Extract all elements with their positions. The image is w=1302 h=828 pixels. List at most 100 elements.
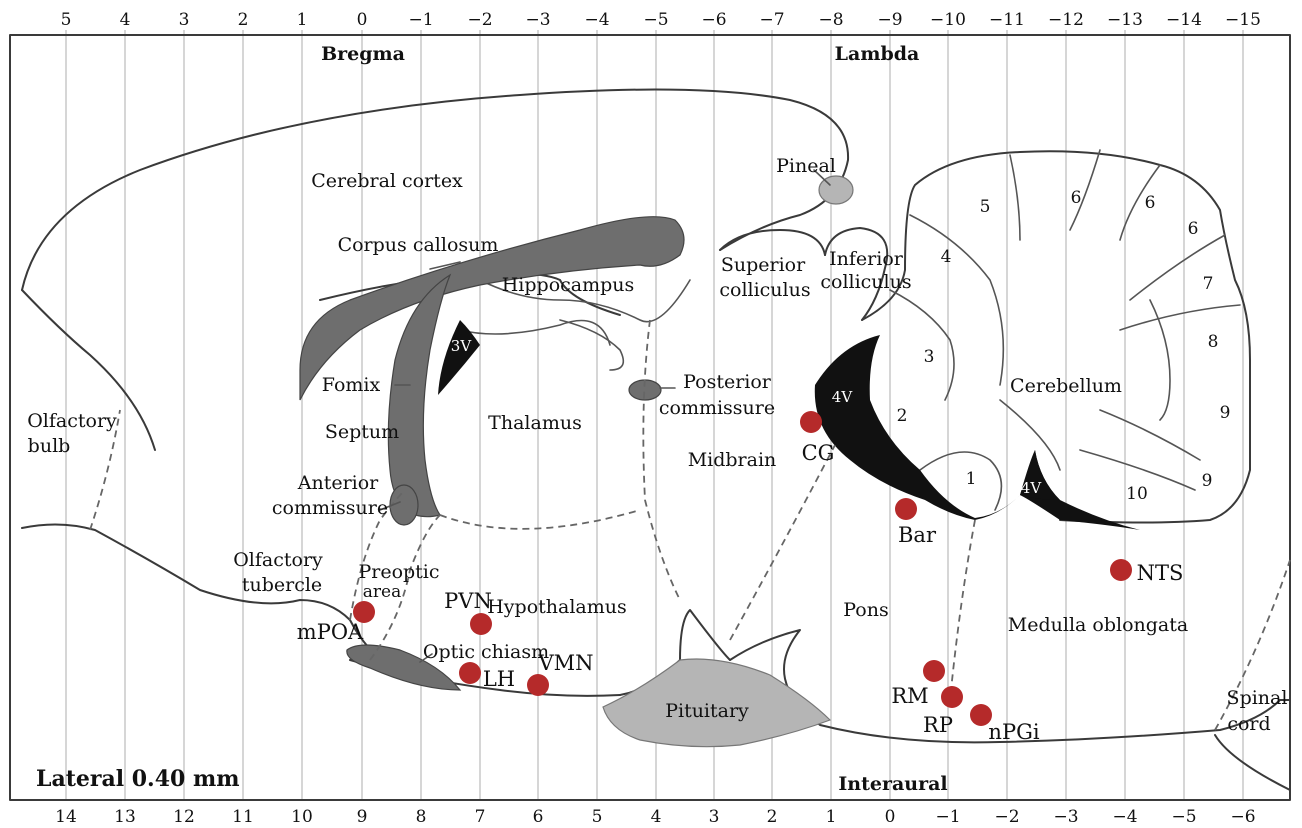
label-optic-chiasm: Optic chiasm (423, 641, 549, 663)
label-superior-colliculus-1: Superior (721, 254, 806, 276)
top-tick-label: 5 (61, 10, 72, 30)
label-preoptic-area-1: Preoptic (358, 561, 439, 583)
top-tick-label: −15 (1225, 10, 1261, 30)
label-4v-lower: 4V (1021, 479, 1043, 497)
label-npgi: nPGi (988, 720, 1039, 744)
lobule-3: 3 (924, 347, 935, 367)
marker-bar (895, 498, 917, 520)
lobule-4: 4 (941, 247, 952, 267)
label-olfactory-tubercle-1: Olfactory (233, 549, 323, 571)
bottom-tick-label: −6 (1230, 807, 1255, 827)
lobule-6c: 6 (1188, 219, 1199, 239)
top-tick-label: −5 (643, 10, 668, 30)
label-posterior-commissure-1: Posterior (683, 371, 772, 393)
top-tick-label: −14 (1166, 10, 1202, 30)
bottom-tick-label: 1 (826, 807, 837, 827)
top-tick-label: −9 (877, 10, 902, 30)
label-bar: Bar (898, 523, 937, 547)
label-septum: Septum (325, 421, 399, 443)
top-tick-label: −4 (584, 10, 609, 30)
top-tick-label: 3 (179, 10, 190, 30)
lobule-6a: 6 (1071, 188, 1082, 208)
marker-nts (1110, 559, 1132, 581)
label-vmn: VMN (537, 651, 593, 675)
top-tick-label: −11 (989, 10, 1025, 30)
label-olfactory-tubercle-2: tubercle (242, 574, 322, 596)
bottom-tick-label: −5 (1171, 807, 1196, 827)
top-tick-label: 0 (357, 10, 368, 30)
lobule-9a: 9 (1220, 403, 1231, 423)
lobule-6b: 6 (1145, 193, 1156, 213)
label-rp: RP (923, 713, 953, 737)
label-cg: CG (802, 441, 835, 465)
label-pvn: PVN (444, 589, 492, 613)
bottom-tick-label: −4 (1112, 807, 1137, 827)
label-spinal-cord-2: cord (1227, 713, 1270, 735)
top-tick-label: −1 (408, 10, 433, 30)
label-hypothalamus: Hypothalamus (487, 596, 627, 618)
label-posterior-commissure-2: commissure (659, 397, 775, 419)
lobule-1: 1 (966, 469, 977, 489)
lambda-label: Lambda (835, 43, 920, 65)
marker-rp (941, 686, 963, 708)
label-inferior-colliculus-2: colliculus (820, 271, 911, 293)
label-pons: Pons (843, 599, 888, 621)
bottom-tick-label: 0 (885, 807, 896, 827)
bottom-tick-label: 8 (416, 807, 427, 827)
label-anterior-commissure-1: Anterior (297, 472, 379, 494)
top-tick-label: 4 (120, 10, 131, 30)
lobule-2: 2 (897, 406, 908, 426)
bottom-tick-label: 2 (767, 807, 778, 827)
bottom-tick-label: −1 (935, 807, 960, 827)
label-mpoa: mPOA (297, 620, 364, 644)
bottom-tick-label: 11 (232, 807, 254, 827)
top-tick-label: 1 (297, 10, 308, 30)
top-tick-label: −10 (930, 10, 966, 30)
label-hippocampus: Hippocampus (502, 274, 635, 296)
label-olfactory-bulb-2: bulb (28, 435, 71, 457)
top-tick-label: −3 (525, 10, 550, 30)
fourth-ventricle (815, 335, 1140, 530)
label-pituitary: Pituitary (665, 700, 749, 722)
label-olfactory-bulb-1: Olfactory (27, 410, 117, 432)
top-tick-label: −7 (759, 10, 784, 30)
label-rm: RM (891, 684, 928, 708)
bottom-tick-label: 6 (533, 807, 544, 827)
label-lh: LH (483, 667, 515, 691)
marker-vmn (527, 674, 549, 696)
label-3v: 3V (451, 337, 473, 355)
lobule-5: 5 (980, 197, 991, 217)
label-midbrain: Midbrain (688, 449, 777, 471)
label-thalamus: Thalamus (488, 412, 582, 434)
lateral-label: Lateral 0.40 mm (36, 766, 240, 792)
marker-lh (459, 662, 481, 684)
cerebellum-outline (862, 151, 1250, 522)
label-nts: NTS (1137, 561, 1184, 585)
interaural-label: Interaural (838, 773, 947, 795)
lobule-8: 8 (1208, 332, 1219, 352)
bregma-label: Bregma (321, 43, 405, 65)
bottom-tick-label: 10 (291, 807, 313, 827)
bottom-tick-label: 12 (173, 807, 195, 827)
bottom-tick-label: −3 (1053, 807, 1078, 827)
label-cerebellum: Cerebellum (1010, 375, 1122, 397)
label-anterior-commissure-2: commissure (272, 497, 388, 519)
lobule-10: 10 (1126, 484, 1148, 504)
label-preoptic-area-2: area (363, 582, 401, 602)
label-4v-upper: 4V (832, 388, 854, 406)
bottom-tick-label: 5 (592, 807, 603, 827)
third-ventricle (438, 320, 480, 395)
marker-rm (923, 660, 945, 682)
top-tick-label: −8 (818, 10, 843, 30)
bottom-tick-label: −2 (994, 807, 1019, 827)
label-spinal-cord-1: Spinal (1227, 687, 1288, 709)
bottom-tick-label: 7 (475, 807, 486, 827)
top-tick-label: −13 (1107, 10, 1143, 30)
label-corpus-callosum: Corpus callosum (338, 234, 499, 256)
top-tick-label: 2 (238, 10, 249, 30)
bottom-tick-label: 13 (114, 807, 136, 827)
